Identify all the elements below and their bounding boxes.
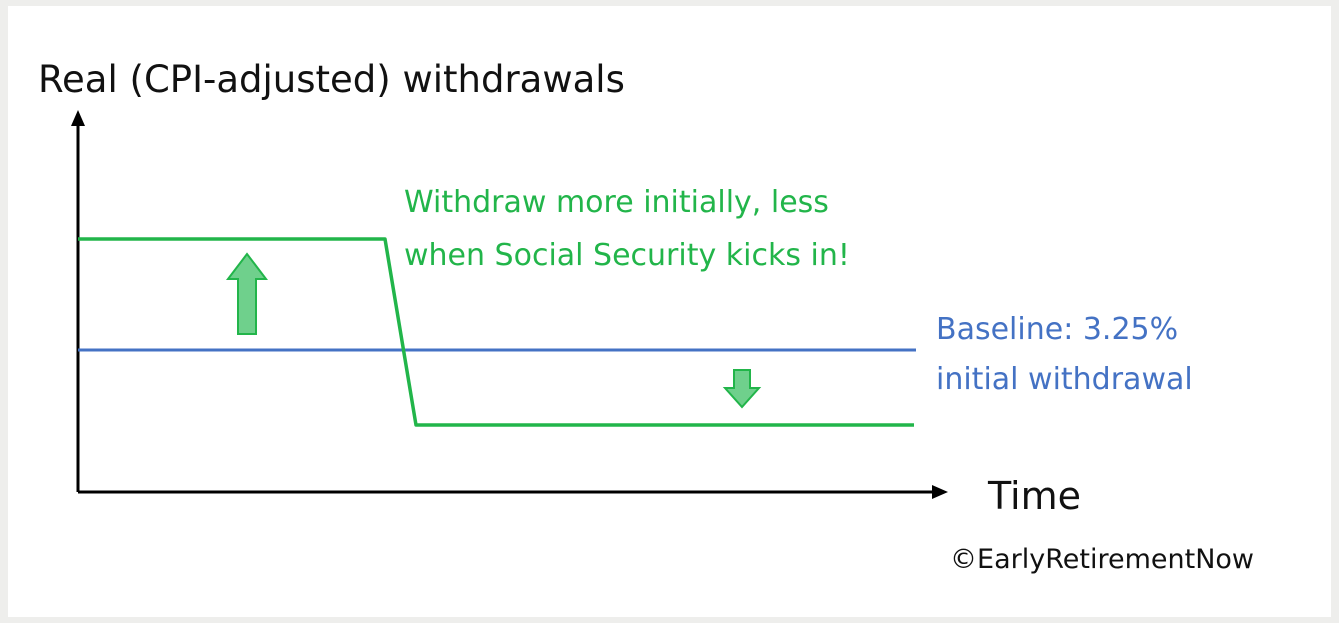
diagram-frame: Real (CPI-adjusted) withdrawals Withdraw…	[8, 6, 1331, 617]
chart-title: Real (CPI-adjusted) withdrawals	[38, 58, 625, 101]
withdrawal-path-line	[78, 237, 914, 427]
y-axis-arrowhead	[71, 110, 85, 126]
baseline-annotation-line1: Baseline: 3.25%	[936, 312, 1178, 347]
baseline-annotation-line2: initial withdrawal	[936, 362, 1193, 397]
x-axis-arrowhead	[932, 485, 948, 499]
copyright-label: ©EarlyRetirementNow	[950, 544, 1254, 575]
up-arrow-icon	[225, 252, 269, 335]
green-annotation-line1: Withdraw more initially, less	[404, 185, 829, 220]
x-axis-label: Time	[987, 474, 1081, 518]
withdrawal-diagram: Real (CPI-adjusted) withdrawals Withdraw…	[38, 58, 1254, 575]
green-annotation-line2: when Social Security kicks in!	[404, 238, 850, 273]
down-arrow-icon	[722, 369, 762, 409]
